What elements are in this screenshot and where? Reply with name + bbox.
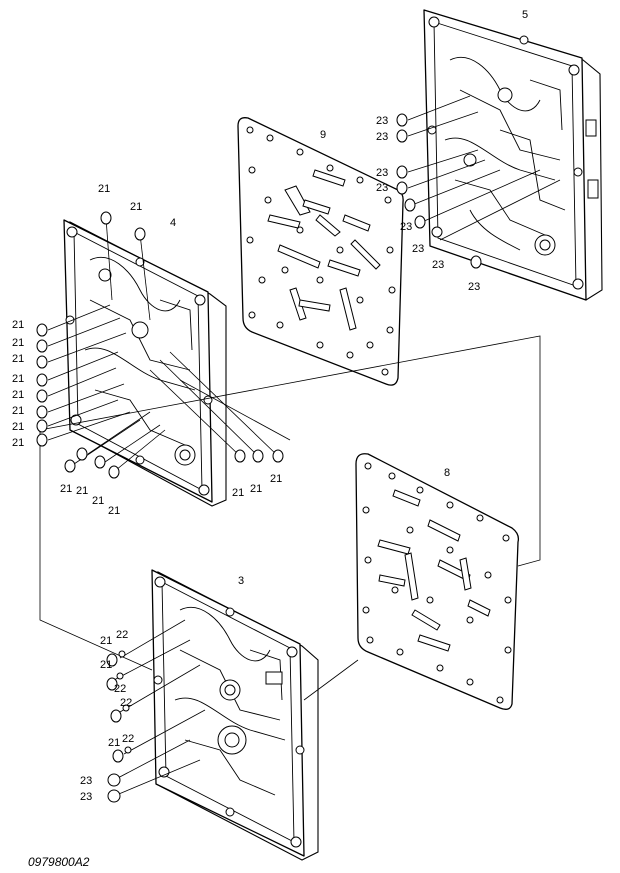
callout-21: 21: [12, 389, 24, 401]
callout-labels: 5 9 4 8 3 21 21 21 21 21 21 21 21 21 21 …: [12, 9, 528, 803]
callout-21: 21: [92, 495, 104, 507]
callout-21: 21: [60, 483, 72, 495]
valve-body-part-4: [63, 219, 227, 507]
callout-21: 21: [98, 183, 110, 195]
callout-9: 9: [320, 129, 326, 141]
callout-23: 23: [376, 131, 388, 143]
callout-21: 21: [76, 485, 88, 497]
leader-lines-part-5: [407, 95, 561, 241]
callout-21: 21: [12, 353, 24, 365]
callout-21: 21: [270, 473, 282, 485]
callout-23: 23: [412, 243, 424, 255]
valve-body-part-5: [423, 9, 603, 301]
callout-23: 23: [376, 115, 388, 127]
callout-21: 21: [100, 659, 112, 671]
small-plugs-part-22: [116, 650, 132, 754]
callout-21: 21: [12, 405, 24, 417]
leader-lines-part-3: [113, 619, 206, 797]
callout-8: 8: [444, 467, 450, 479]
separator-plate-part-9: [237, 117, 404, 386]
callout-22: 22: [116, 629, 128, 641]
callout-21: 21: [12, 319, 24, 331]
valve-body-part-3: [151, 569, 319, 861]
callout-23: 23: [432, 259, 444, 271]
callout-21: 21: [232, 487, 244, 499]
callout-23: 23: [376, 182, 388, 194]
callout-21: 21: [12, 437, 24, 449]
callout-21: 21: [12, 337, 24, 349]
callout-23: 23: [376, 167, 388, 179]
callout-22: 22: [122, 733, 134, 745]
callout-21: 21: [108, 505, 120, 517]
callout-21: 21: [250, 483, 262, 495]
callout-21: 21: [12, 373, 24, 385]
leader-lines-part-4: [47, 217, 291, 471]
callout-5: 5: [522, 9, 528, 21]
separator-plate-part-8: [355, 453, 520, 710]
callout-23: 23: [468, 281, 480, 293]
callout-21: 21: [100, 635, 112, 647]
callout-3: 3: [238, 575, 244, 587]
callout-22: 22: [120, 697, 132, 709]
drawing-code: 0979800A2: [28, 855, 90, 869]
plugs-part-21: [36, 211, 284, 763]
callout-4: 4: [170, 217, 176, 229]
callout-23: 23: [80, 775, 92, 787]
o-rings-part-23: [107, 113, 482, 803]
callout-21: 21: [12, 421, 24, 433]
callout-23: 23: [80, 791, 92, 803]
callout-21: 21: [130, 201, 142, 213]
callout-21: 21: [108, 737, 120, 749]
callout-22: 22: [114, 683, 126, 695]
alignment-frame: [39, 335, 541, 701]
callout-23: 23: [400, 221, 412, 233]
